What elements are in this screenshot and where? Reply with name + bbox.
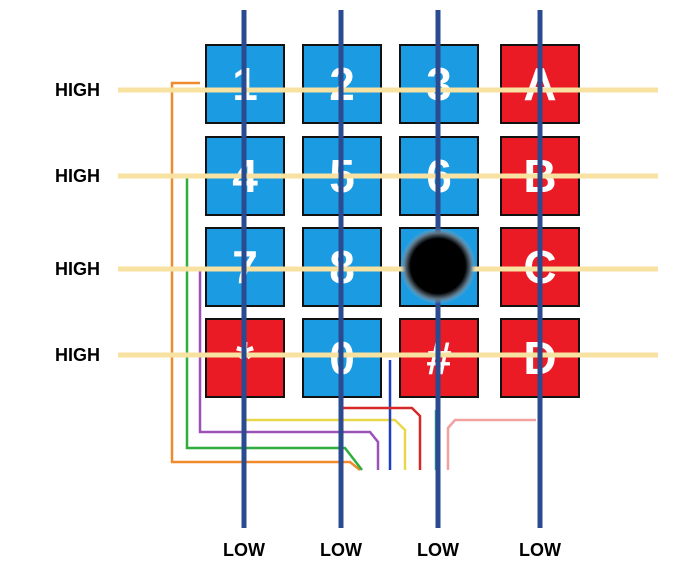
- wire-red: [342, 406, 422, 470]
- column-label-1: LOW: [223, 540, 265, 560]
- row-label-2: HIGH: [55, 166, 100, 186]
- wire-purple: [198, 270, 380, 470]
- wire-green: [185, 178, 363, 471]
- column-label-3: LOW: [417, 540, 459, 560]
- pressed-key-indicator: [400, 228, 476, 304]
- wire-yellow: [245, 418, 407, 470]
- wire-pink: [446, 418, 536, 470]
- wire-orange: [170, 81, 361, 471]
- column-label-4: LOW: [519, 540, 561, 560]
- column-label-2: LOW: [320, 540, 362, 560]
- row-label-4: HIGH: [55, 345, 100, 365]
- row-label-3: HIGH: [55, 259, 100, 279]
- row-label-1: HIGH: [55, 80, 100, 100]
